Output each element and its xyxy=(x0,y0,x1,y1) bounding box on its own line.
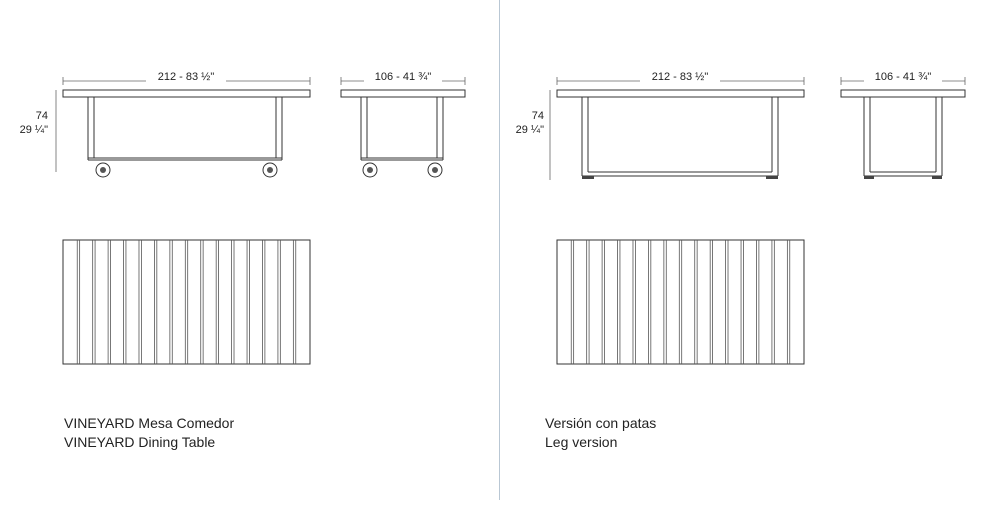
height-dimension: 74 29 ¼" xyxy=(516,90,551,180)
caption-english: VINEYARD Dining Table xyxy=(64,434,216,450)
wheel-icon xyxy=(262,162,278,178)
wheel-icon xyxy=(427,162,443,178)
caption-english: Leg version xyxy=(545,434,618,450)
height-in-label: 29 ¼" xyxy=(20,124,48,136)
height-dimension: 74 29 ¼" xyxy=(20,90,57,172)
side-view xyxy=(840,89,966,179)
left-panel: 212 - 83 ½" 74 29 ¼" xyxy=(0,0,500,500)
caption-spanish: VINEYARD Mesa Comedor xyxy=(64,415,235,431)
front-width-label: 212 - 83 ½" xyxy=(158,71,215,83)
front-view xyxy=(556,89,805,179)
caption: Versión con patas Leg version xyxy=(545,414,656,452)
side-view xyxy=(340,89,466,178)
caption-spanish: Versión con patas xyxy=(545,415,657,431)
top-view xyxy=(556,239,805,365)
wheel-icon xyxy=(95,162,111,178)
front-width-dimension: 212 - 83 ½" xyxy=(556,70,805,85)
panel-divider xyxy=(499,0,500,500)
front-view xyxy=(62,89,311,178)
height-cm-label: 74 xyxy=(532,110,544,122)
height-in-label: 29 ¼" xyxy=(516,124,544,136)
top-view xyxy=(62,239,311,365)
top-view-slats xyxy=(76,240,297,364)
caption: VINEYARD Mesa Comedor VINEYARD Dining Ta… xyxy=(64,414,234,452)
side-width-label: 106 - 41 ¾" xyxy=(375,71,432,83)
right-panel: 212 - 83 ½" 74 29 ¼" 106 - 41 ¾" xyxy=(500,0,1000,500)
wheel-icon xyxy=(362,162,378,178)
front-width-dimension: 212 - 83 ½" xyxy=(62,70,311,85)
side-width-dimension: 106 - 41 ¾" xyxy=(340,70,466,85)
top-view-slats xyxy=(570,240,791,364)
front-width-label: 212 - 83 ½" xyxy=(652,71,709,83)
height-cm-label: 74 xyxy=(36,110,48,122)
leg-table-drawings: 212 - 83 ½" 74 29 ¼" 106 - 41 ¾" xyxy=(516,70,966,365)
wheeled-table-drawings: 212 - 83 ½" 74 29 ¼" xyxy=(20,70,466,365)
side-width-label: 106 - 41 ¾" xyxy=(875,71,932,83)
side-width-dimension: 106 - 41 ¾" xyxy=(840,70,966,85)
